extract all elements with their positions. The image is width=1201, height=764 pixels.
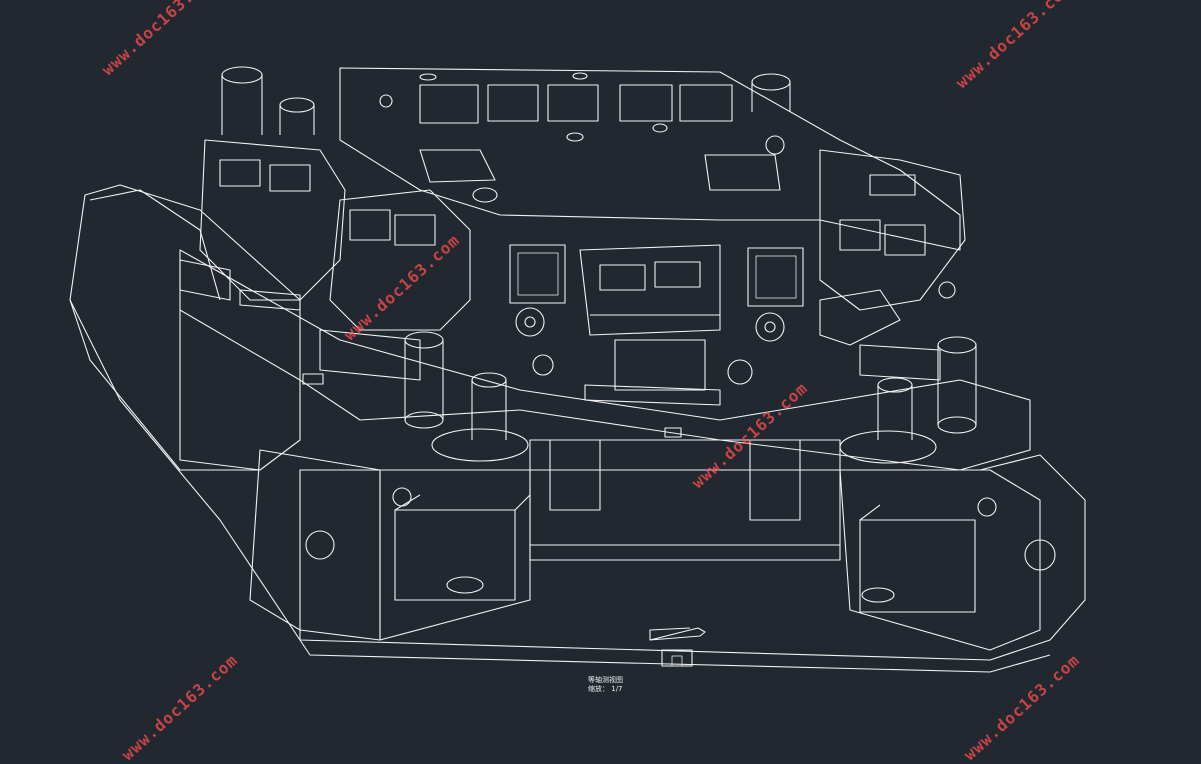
right-mechanism bbox=[819, 149, 966, 381]
scale-value: 1/7 bbox=[611, 685, 623, 693]
scale-line: 缩放： 1/7 bbox=[588, 685, 623, 694]
center-mechanism bbox=[509, 244, 804, 406]
view-name: 等轴测视图 bbox=[588, 676, 623, 684]
drawing-caption: 等轴测视图 缩放： 1/7 bbox=[588, 676, 623, 694]
upper-plate bbox=[339, 67, 961, 251]
middle-plate bbox=[179, 249, 1031, 471]
lower-die-shoe bbox=[69, 184, 1086, 673]
guide-pillars bbox=[221, 66, 977, 464]
center-channel bbox=[529, 439, 841, 667]
scale-label: 缩放： bbox=[588, 685, 609, 693]
left-mechanism bbox=[179, 139, 471, 381]
left-front-block bbox=[249, 449, 531, 641]
right-front-block bbox=[839, 469, 1056, 651]
